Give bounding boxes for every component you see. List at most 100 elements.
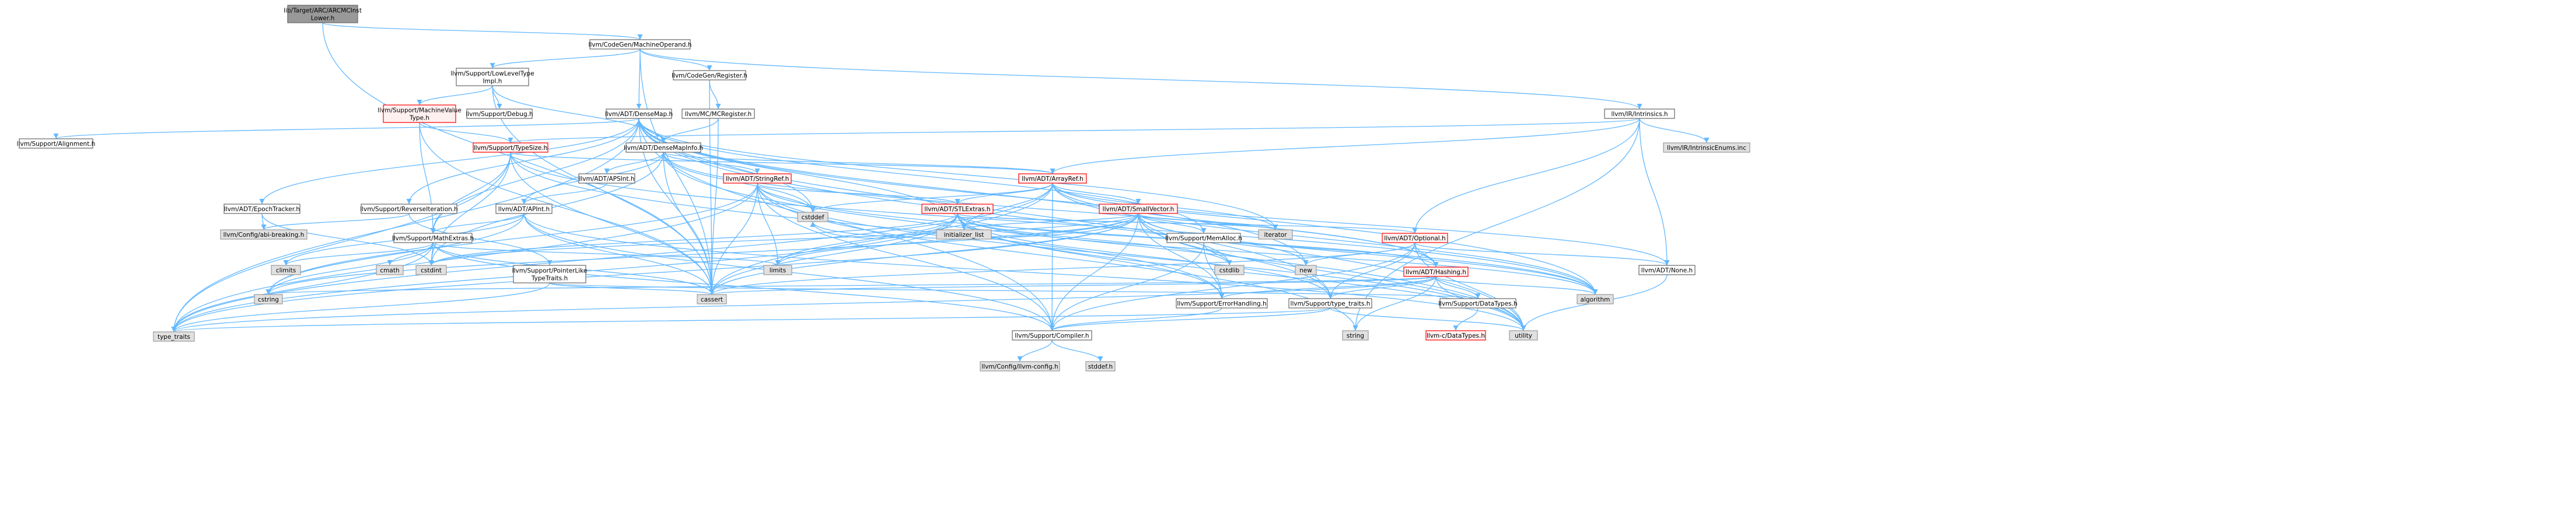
node-abi[interactable]: llvm/Config/abi-breaking.h xyxy=(220,229,307,240)
node-box xyxy=(287,5,358,23)
edge-hashing-to-string xyxy=(1352,276,1436,331)
edge-svec-to-cstring xyxy=(265,213,1139,295)
node-label: llvm/ADT/SmallVector.h xyxy=(1103,206,1175,213)
node-label: llvm/Support/ErrorHandling.h xyxy=(1177,300,1266,307)
node-cstdint[interactable]: cstdint xyxy=(415,265,447,275)
edge-tsize-to-algorithm xyxy=(510,152,1598,295)
node-dtypes[interactable]: llvm/Support/DataTypes.h xyxy=(1438,298,1518,309)
node-sref[interactable]: llvm/ADT/StringRef.h xyxy=(723,173,792,184)
node-stlx[interactable]: llvm/ADT/STLExtras.h xyxy=(921,204,994,214)
node-climits[interactable]: climits xyxy=(271,265,301,275)
node-initlist[interactable]: initializer_list xyxy=(936,229,992,240)
node-apint[interactable]: llvm/ADT/APInt.h xyxy=(495,204,553,214)
node-box xyxy=(19,138,93,149)
node-label: llvm/Support/ReverseIteration.h xyxy=(360,206,458,213)
node-apsint[interactable]: llvm/ADT/APSInt.h xyxy=(578,173,635,184)
edge-hashing-to-cstring xyxy=(266,276,1436,295)
node-label: llvm/ADT/None.h xyxy=(1641,267,1693,274)
node-mcreg[interactable]: llvm/MC/MCRegister.h xyxy=(681,108,755,119)
node-box xyxy=(513,265,586,283)
edge-sref-to-cassert xyxy=(709,183,758,295)
edge-stt-to-compiler xyxy=(1049,307,1331,331)
edge-epoch-to-cstdint xyxy=(261,213,434,266)
node-box xyxy=(1288,298,1372,309)
node-box xyxy=(393,233,473,243)
node-limits[interactable]: limits xyxy=(763,265,792,275)
edge-dminfo-to-utility xyxy=(663,152,1526,331)
node-label: llvm/IR/IntrinsicEnums.inc xyxy=(1667,145,1746,152)
edge-optional-to-none xyxy=(1414,242,1670,266)
node-cmath[interactable]: cmath xyxy=(376,265,404,275)
node-compiler[interactable]: llvm/Support/Compiler.h xyxy=(1012,330,1092,341)
edge-stt-to-utility xyxy=(1330,307,1526,331)
node-box xyxy=(1638,265,1696,275)
edge-svec-to-utility xyxy=(1138,213,1526,331)
edge-apint-to-cassert xyxy=(523,213,715,295)
node-memalloc[interactable]: llvm/Support/MemAlloc.h xyxy=(1165,233,1242,243)
node-label: llvm/Support/Compiler.h xyxy=(1015,332,1089,339)
node-typetraits[interactable]: type_traits xyxy=(153,331,195,342)
edge-ptrlike-to-typetraits xyxy=(171,282,550,332)
node-cstddef[interactable]: cstddef xyxy=(797,212,829,222)
edge-stt-to-typetraits xyxy=(172,307,1331,332)
node-svec[interactable]: llvm/ADT/SmallVector.h xyxy=(1099,204,1178,214)
node-errh[interactable]: llvm/Support/ErrorHandling.h xyxy=(1176,298,1268,309)
node-none[interactable]: llvm/ADT/None.h xyxy=(1638,265,1696,275)
node-revit[interactable]: llvm/Support/ReverseIteration.h xyxy=(360,204,458,214)
node-utility[interactable]: utility xyxy=(1509,330,1538,341)
node-stddef[interactable]: stddef.h xyxy=(1085,361,1116,372)
node-new[interactable]: new xyxy=(1295,265,1317,275)
node-mo[interactable]: llvm/CodeGen/MachineOperand.h xyxy=(589,39,692,50)
edge-intr-to-tsize xyxy=(508,118,1640,143)
node-stt[interactable]: llvm/Support/type_traits.h xyxy=(1288,298,1372,309)
node-dmap[interactable]: llvm/ADT/DenseMap.h xyxy=(605,108,673,119)
node-label: algorithm xyxy=(1581,296,1610,303)
node-cstdlib[interactable]: cstdlib xyxy=(1214,265,1245,275)
node-box xyxy=(980,361,1060,372)
node-llvmcfg[interactable]: llvm/Config/llvm-config.h xyxy=(980,361,1060,372)
node-hashing[interactable]: llvm/ADT/Hashing.h xyxy=(1403,267,1469,277)
node-epoch[interactable]: llvm/ADT/EpochTracker.h xyxy=(223,204,300,214)
node-label: llvm/IR/Intrinsics.h xyxy=(1611,111,1668,118)
edge-dmap-to-iter xyxy=(638,118,1278,230)
edge-revit-to-abi xyxy=(261,213,410,230)
node-box xyxy=(681,108,755,119)
node-intr[interactable]: llvm/IR/Intrinsics.h xyxy=(1604,108,1675,119)
node-cassert[interactable]: cassert xyxy=(697,294,727,304)
node-box xyxy=(466,108,533,119)
node-label: stddef.h xyxy=(1088,363,1113,370)
edge-optional-to-hashing xyxy=(1414,242,1439,268)
node-align[interactable]: llvm/Support/Alignment.h xyxy=(17,138,96,149)
node-optional[interactable]: llvm/ADT/Optional.h xyxy=(1382,233,1448,243)
node-label: cstdlib xyxy=(1219,267,1240,274)
edge-sref-to-typetraits xyxy=(171,183,758,332)
node-box xyxy=(606,108,672,119)
node-cstring[interactable]: cstring xyxy=(254,294,283,304)
node-box xyxy=(1295,265,1317,275)
node-reg[interactable]: llvm/CodeGen/Register.h xyxy=(672,70,747,80)
edge-tsize-to-mathx xyxy=(430,152,511,234)
node-label: cassert xyxy=(701,296,723,303)
node-cdtypes[interactable]: llvm-c/DataTypes.h xyxy=(1425,330,1486,341)
node-box xyxy=(383,104,456,123)
node-dminfo[interactable]: llvm/ADT/DenseMapInfo.h xyxy=(624,142,703,153)
node-algorithm[interactable]: algorithm xyxy=(1577,294,1614,304)
node-aref[interactable]: llvm/ADT/ArrayRef.h xyxy=(1018,173,1087,184)
node-dbg[interactable]: llvm/Support/Debug.h xyxy=(466,108,533,119)
node-string[interactable]: string xyxy=(1342,330,1369,341)
node-mathx[interactable]: llvm/Support/MathExtras.h xyxy=(392,233,474,243)
edge-svec-to-compiler xyxy=(1049,213,1139,331)
node-tsize[interactable]: llvm/Support/TypeSize.h xyxy=(473,142,548,153)
node-box xyxy=(763,265,792,275)
node-label: llvm/Support/TypeSize.h xyxy=(474,145,548,152)
node-box xyxy=(936,229,992,240)
edge-dmap-to-utility xyxy=(638,118,1526,331)
node-iter[interactable]: iterator xyxy=(1258,229,1293,240)
node-intrenums[interactable]: llvm/IR/IntrinsicEnums.inc xyxy=(1663,142,1750,153)
edge-mvt-to-tsize xyxy=(419,122,513,143)
